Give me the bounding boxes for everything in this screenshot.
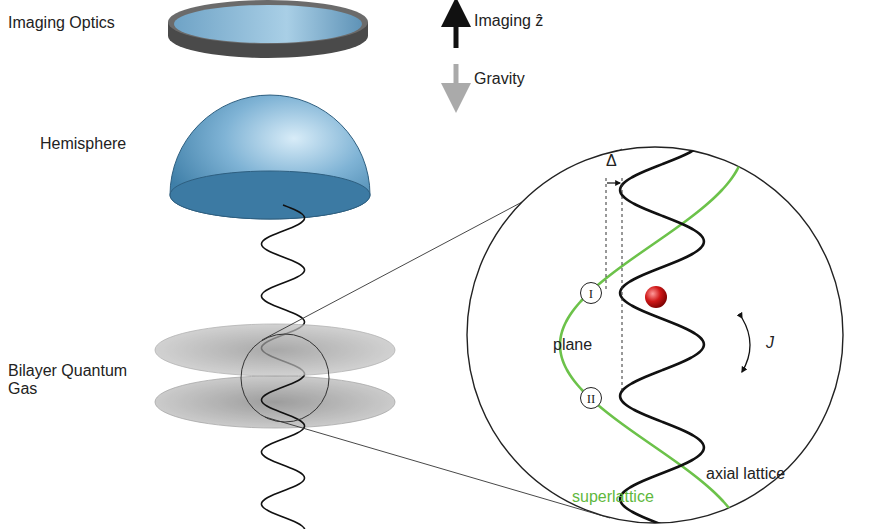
zoom-circle — [467, 147, 843, 523]
axis-label: Imaging ẑ — [474, 12, 543, 30]
well-marker: I — [580, 282, 602, 304]
delta-arrow — [607, 182, 620, 183]
well-number: II — [587, 392, 596, 405]
imaging-arrow — [454, 12, 459, 48]
hemisphere — [170, 95, 370, 219]
dashed-marker — [606, 178, 607, 292]
component-label: Bilayer Quantum Gas — [8, 362, 158, 399]
force-label: Gravity — [474, 70, 525, 88]
component-label: Hemisphere — [40, 135, 126, 153]
gravity-arrow — [454, 64, 459, 98]
tunnel-arrow — [742, 318, 750, 372]
tunneling-symbol: J — [766, 334, 774, 352]
curve-label: superlattice — [572, 488, 654, 506]
hemisphere-base — [170, 171, 370, 219]
curve-label: plane — [553, 336, 592, 354]
atom — [645, 286, 667, 308]
dashed-marker — [622, 178, 623, 394]
component-label: Imaging Optics — [8, 14, 115, 32]
optics-lens — [174, 5, 362, 43]
curve-label: axial lattice — [706, 465, 785, 483]
offset-symbol: Δ — [606, 152, 617, 170]
optics-top — [168, 0, 368, 44]
gas-layer — [155, 324, 395, 376]
zoom-region — [241, 334, 329, 422]
well-number: I — [589, 287, 593, 300]
axial-lattice-curve — [620, 140, 704, 529]
well-marker: II — [580, 387, 602, 409]
